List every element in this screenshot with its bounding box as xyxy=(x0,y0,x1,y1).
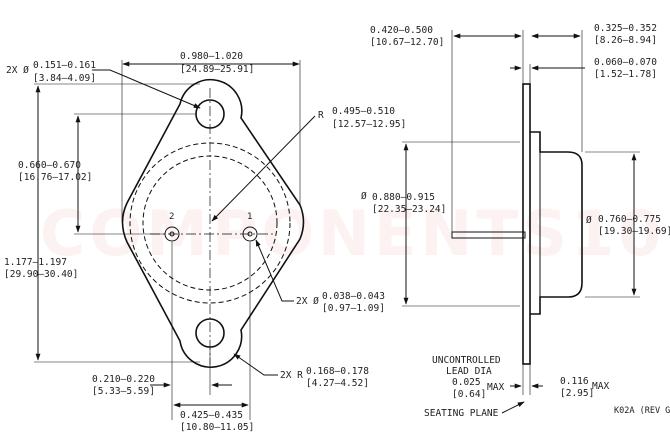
watermark: COMPONENTS101 xyxy=(40,197,670,270)
cap-body xyxy=(530,131,583,315)
cap-dia-prefix: Ø xyxy=(361,191,367,202)
package-outline xyxy=(121,78,305,368)
cap-dia-inch: 0.880–0.915 xyxy=(372,192,435,203)
lead xyxy=(451,231,526,239)
body-height-mm: [8.26–8.94] xyxy=(594,35,657,46)
radius-inch: 0.495–0.510 xyxy=(332,106,395,117)
lead-length-inch: 0.420–0.500 xyxy=(370,25,433,36)
uncontrolled-line2: LEAD DIA xyxy=(446,366,492,377)
mount-hole-inch: 0.151–0.161 xyxy=(33,60,96,71)
hole-spacing-mm: [24.89–25.91] xyxy=(180,64,254,75)
pin-offset-v-inch: 0.660–0.670 xyxy=(18,160,81,171)
pin-dia-mm: [0.97–1.09] xyxy=(322,303,385,314)
corner-radius-mm: [4.27–4.52] xyxy=(306,378,369,389)
cap-dia-mm: [22.35–23.24] xyxy=(372,204,446,215)
uncontrolled-line1: UNCONTROLLED xyxy=(432,355,501,366)
overall-height-mm: [29.90–30.40] xyxy=(4,269,78,280)
pin-offset-h-inch: 0.210–0.220 xyxy=(92,374,155,385)
top-view: 2 1 0.980–1.020 [24.89–25.91] 2X Ø 0.151… xyxy=(4,51,406,433)
flange-max-inch: 0.116 xyxy=(560,376,589,387)
corner-radius-inch: 0.168–0.178 xyxy=(306,366,369,377)
mount-hole-prefix: 2X Ø xyxy=(6,65,29,76)
uncontrolled-suffix: MAX xyxy=(487,382,504,393)
pin-spacing-mm: [10.80–11.05] xyxy=(180,422,254,433)
uncontrolled-inch: 0.025 xyxy=(452,377,481,388)
body-dia-mm: [19.30–19.69] xyxy=(598,226,670,237)
flange-thk-mm: [1.52–1.78] xyxy=(594,69,657,80)
overall-height-inch: 1.177–1.197 xyxy=(4,257,67,268)
pin-1-label: 1 xyxy=(247,212,252,222)
mount-hole-mm: [3.84–4.09] xyxy=(33,73,96,84)
pin-dia-prefix: 2X Ø xyxy=(296,296,319,307)
flange-max-mm: [2.95] xyxy=(560,388,594,399)
pin-dia-inch: 0.038–0.043 xyxy=(322,291,385,302)
pin-spacing-inch: 0.425–0.435 xyxy=(180,410,243,421)
pin-2-label: 2 xyxy=(169,212,174,222)
revision-label: K02A (REV G) xyxy=(614,406,670,416)
lead-length-mm: [10.67–12.70] xyxy=(370,37,444,48)
radius-mm: [12.57–12.95] xyxy=(332,119,406,130)
body-height-inch: 0.325–0.352 xyxy=(594,23,657,34)
flange-thk-inch: 0.060–0.070 xyxy=(594,57,657,68)
pin-offset-v-mm: [16.76–17.02] xyxy=(18,172,92,183)
seating-plane-label: SEATING PLANE xyxy=(424,408,499,419)
body-dia-prefix: Ø xyxy=(586,215,592,226)
pin-offset-h-mm: [5.33–5.59] xyxy=(92,386,155,397)
corner-radius-prefix: 2X R xyxy=(280,370,303,381)
hole-spacing-inch: 0.980–1.020 xyxy=(180,51,243,62)
uncontrolled-mm: [0.64] xyxy=(452,389,486,400)
flange-max-suffix: MAX xyxy=(592,381,609,392)
body-dia-inch: 0.760–0.775 xyxy=(598,214,661,225)
radius-prefix: R xyxy=(318,110,324,121)
side-view: 0.420–0.500 [10.67–12.70] 0.325–0.352 [8… xyxy=(361,23,670,419)
